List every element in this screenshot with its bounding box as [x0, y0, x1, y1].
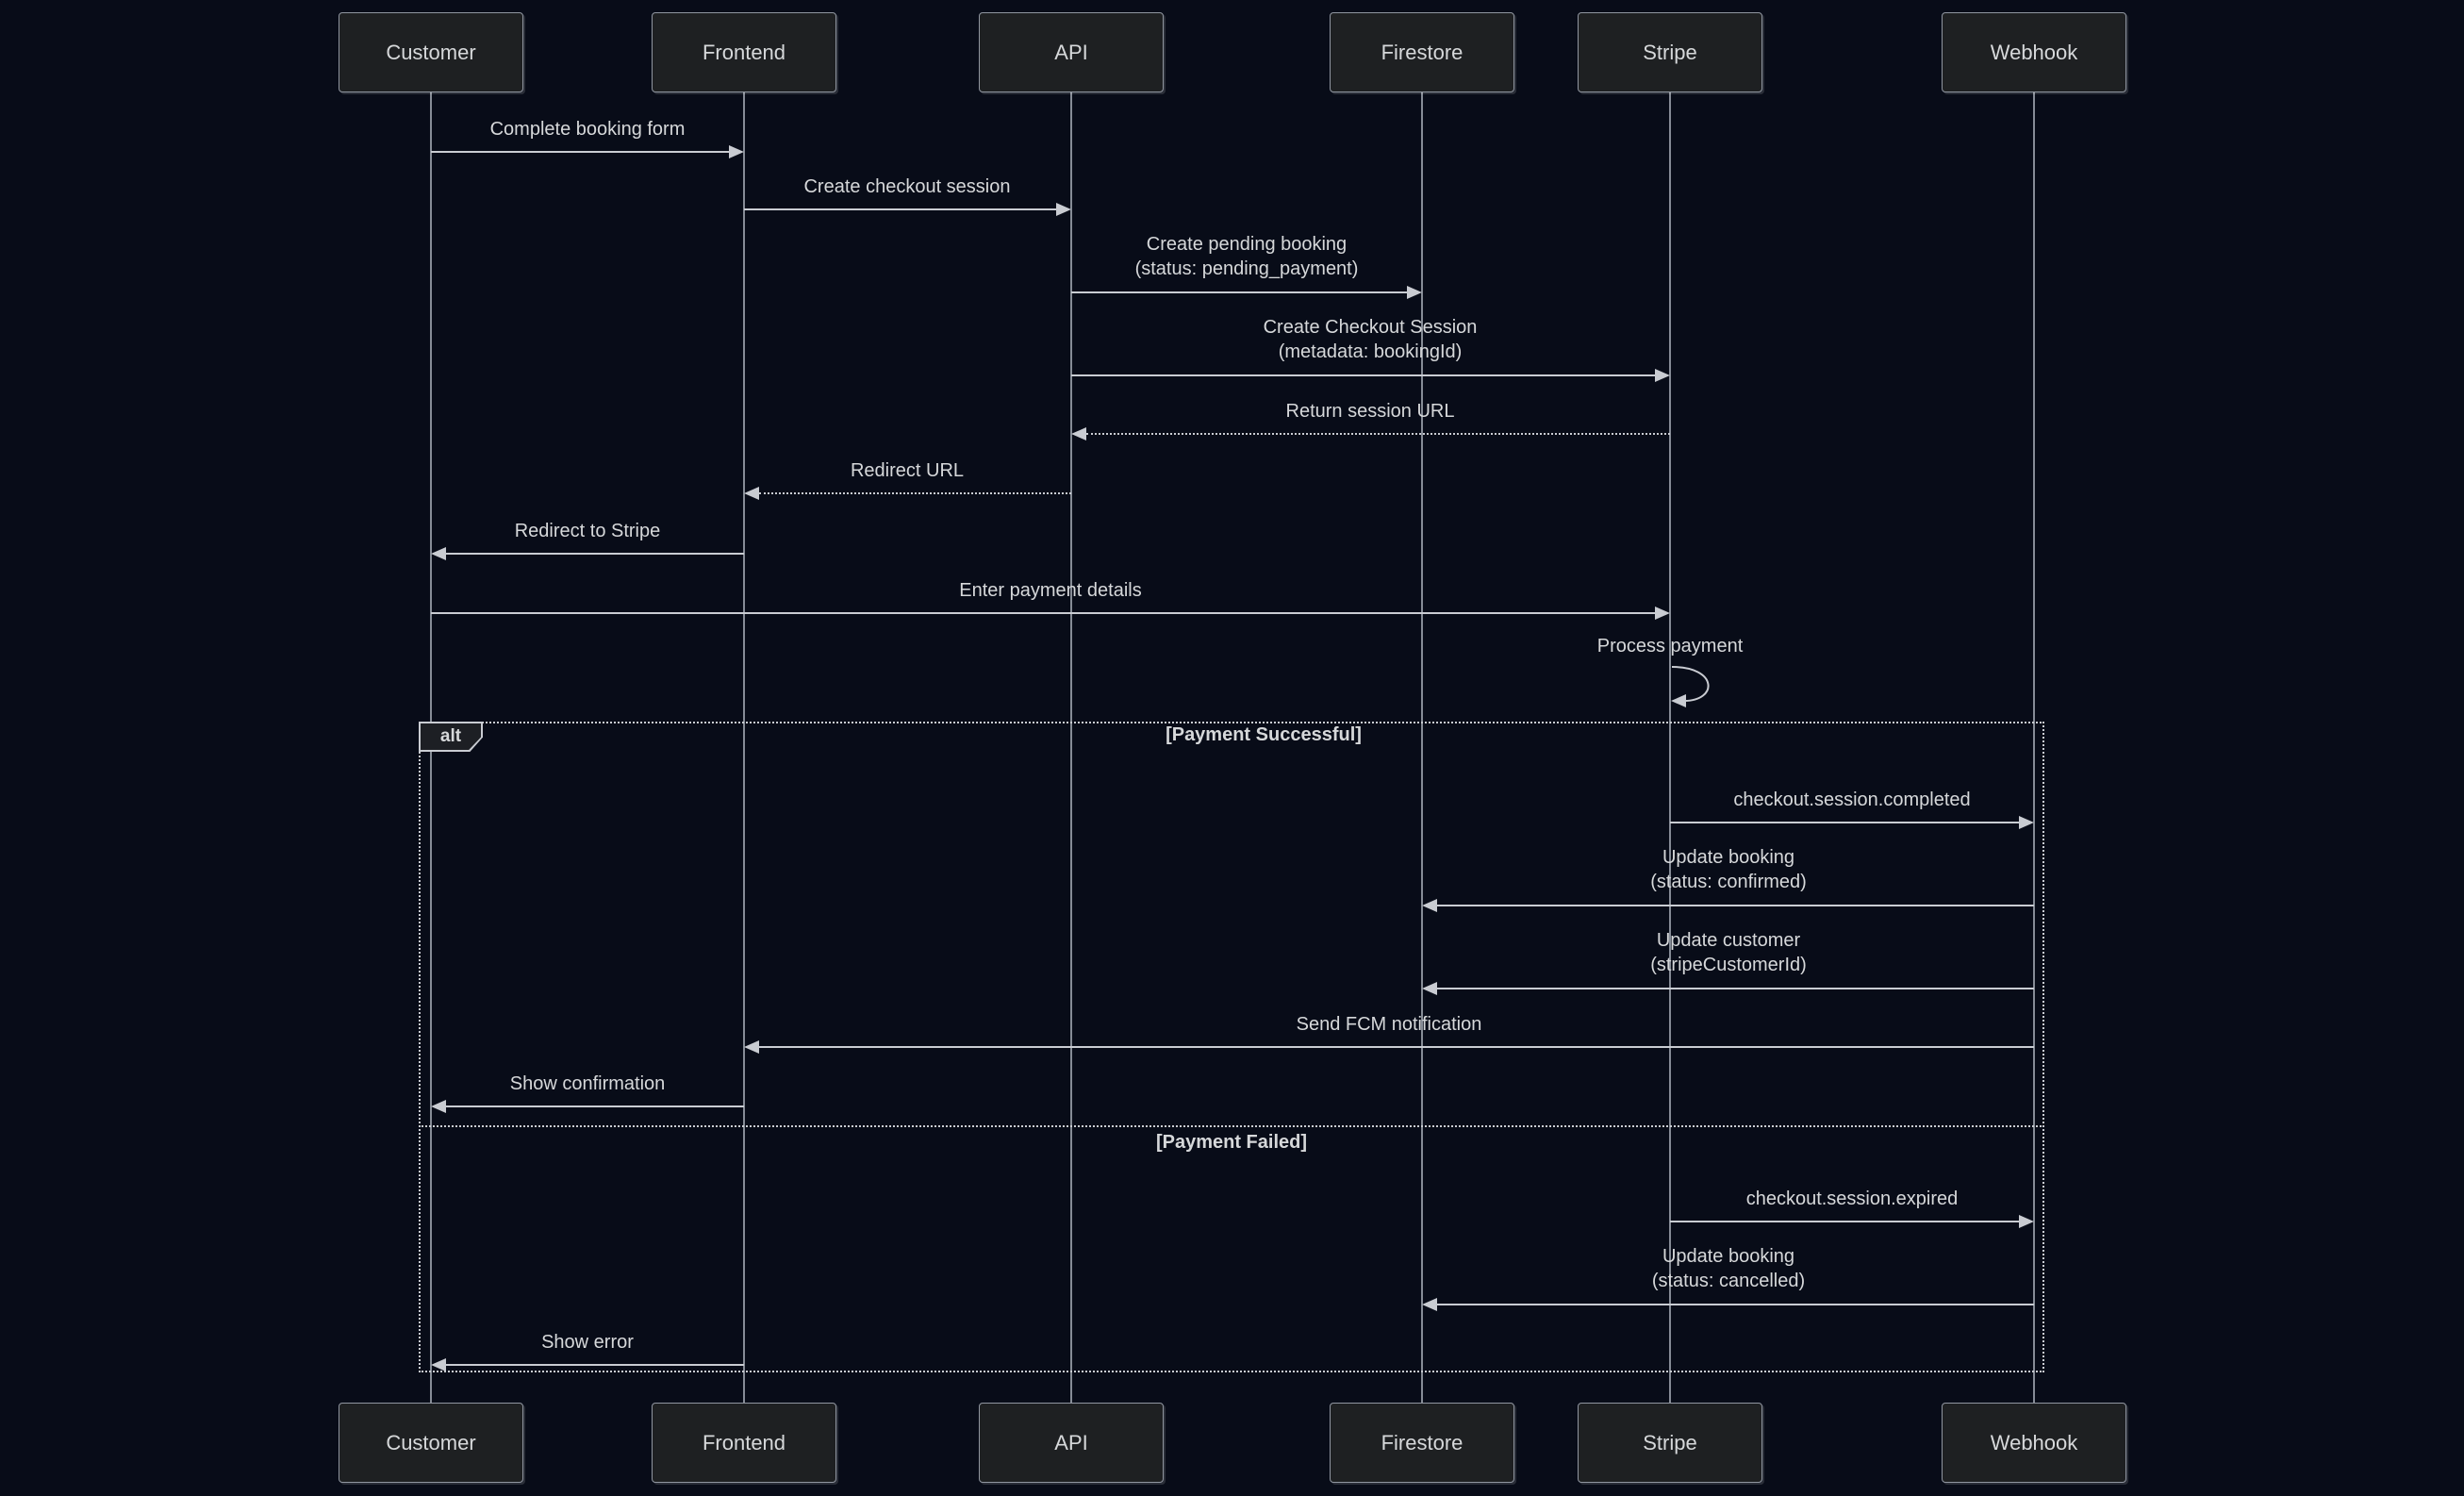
message-line: [1437, 1304, 2034, 1305]
message-label: Create checkout session: [803, 176, 1011, 197]
message-label: checkout.session.expired: [1745, 1188, 1959, 1209]
arrowhead-icon: [1422, 982, 1437, 995]
message-line: [1437, 988, 2034, 989]
message-line: [1071, 291, 1407, 293]
actor-label: Firestore: [1381, 1430, 1464, 1454]
arrowhead-icon: [431, 547, 446, 560]
message-label: Send FCM notification: [1296, 1014, 1482, 1035]
arrowhead-icon: [744, 487, 759, 500]
message-label: Show confirmation: [509, 1073, 666, 1094]
message-line: [446, 1105, 744, 1107]
message-label: Create Checkout Session (metadata: booki…: [1263, 317, 1478, 362]
arrowhead-icon: [1655, 607, 1670, 620]
message-label: Create pending booking (status: pending_…: [1134, 234, 1359, 279]
message-line: [446, 553, 744, 555]
message-label: checkout.session.completed: [1733, 790, 1971, 810]
arrowhead-icon: [1056, 203, 1071, 216]
lifeline-webhook: [2033, 92, 2035, 1403]
actor-frontend-bottom: Frontend: [652, 1403, 836, 1483]
message-label: Update booking (status: confirmed): [1650, 847, 1807, 892]
actor-label: Firestore: [1381, 40, 1464, 64]
arrowhead-icon: [729, 145, 744, 158]
self-loop-arrow: [1671, 666, 1710, 707]
alt-label-box: alt: [419, 722, 483, 752]
message-line: [1670, 1221, 2019, 1222]
message-label: Enter payment details: [959, 580, 1142, 601]
actor-label: Frontend: [702, 1430, 786, 1454]
message-line: [1670, 822, 2019, 823]
message-label: Process payment: [1596, 636, 1744, 657]
message-label: Return session URL: [1285, 401, 1455, 422]
message-line: [431, 151, 731, 153]
message-label: Redirect URL: [850, 460, 965, 481]
message-label: Show error: [541, 1332, 634, 1353]
lifeline-frontend: [743, 92, 745, 1403]
arrowhead-icon: [1422, 1298, 1437, 1311]
message-label: Update customer (stripeCustomerId): [1650, 930, 1807, 975]
alt-frame: [419, 722, 2044, 1372]
alt-divider: [419, 1125, 2044, 1127]
arrowhead-icon: [431, 1100, 446, 1113]
arrowhead-icon: [1407, 286, 1422, 299]
lifeline-firestore: [1421, 92, 1423, 1403]
message-line: [446, 1364, 744, 1366]
message-line: [1086, 433, 1670, 435]
actor-label: Webhook: [1990, 40, 2078, 64]
message-label: Complete booking form: [489, 119, 686, 140]
arrowhead-icon: [744, 1040, 759, 1054]
arrowhead-icon: [2019, 816, 2034, 829]
message-line: [759, 1046, 2034, 1048]
lifeline-stripe: [1669, 92, 1671, 1403]
alt-condition-success: [Payment Successful]: [1166, 724, 1362, 745]
actor-stripe-bottom: Stripe: [1578, 1403, 1762, 1483]
arrowhead-icon: [1655, 369, 1670, 382]
actor-customer-top: Customer: [339, 12, 523, 92]
actor-frontend-top: Frontend: [652, 12, 836, 92]
actor-label: Frontend: [702, 40, 786, 64]
actor-webhook-top: Webhook: [1942, 12, 2126, 92]
alt-condition-failed: [Payment Failed]: [1155, 1132, 1308, 1153]
message-label: Redirect to Stripe: [514, 521, 661, 541]
actor-api-bottom: API: [979, 1403, 1164, 1483]
actor-api-top: API: [979, 12, 1164, 92]
alt-label: alt: [421, 723, 481, 750]
message-line: [431, 612, 1655, 614]
actor-customer-bottom: Customer: [339, 1403, 523, 1483]
actor-label: API: [1054, 40, 1088, 64]
actor-firestore-bottom: Firestore: [1330, 1403, 1514, 1483]
actor-webhook-bottom: Webhook: [1942, 1403, 2126, 1483]
message-line: [1071, 374, 1655, 376]
arrowhead-icon: [2019, 1215, 2034, 1228]
actor-label: Stripe: [1643, 40, 1697, 64]
message-line: [1437, 905, 2034, 906]
message-line: [759, 492, 1071, 494]
message-line: [744, 208, 1056, 210]
actor-firestore-top: Firestore: [1330, 12, 1514, 92]
actor-label: Stripe: [1643, 1430, 1697, 1454]
message-label: Update booking (status: cancelled): [1651, 1246, 1806, 1291]
actor-label: Customer: [386, 1430, 476, 1454]
actor-label: Webhook: [1990, 1430, 2078, 1454]
lifeline-api: [1070, 92, 1072, 1403]
arrowhead-icon: [1422, 899, 1437, 912]
arrowhead-icon: [431, 1358, 446, 1371]
actor-label: Customer: [386, 40, 476, 64]
arrowhead-icon: [1071, 427, 1086, 440]
actor-label: API: [1054, 1430, 1088, 1454]
actor-stripe-top: Stripe: [1578, 12, 1762, 92]
